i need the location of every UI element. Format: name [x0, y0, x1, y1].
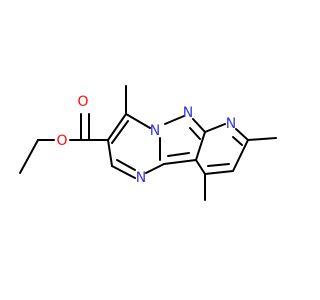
bond-c7a-c3a: [195, 131, 206, 161]
atom-o-ester: O: [56, 133, 67, 149]
bond-c-methyl-c3a: [195, 159, 206, 175]
bond-n-pyridine-c-double: [232, 136, 243, 146]
bond-c4-c4a-double: [111, 120, 129, 144]
bond-ch-c-methyl: [204, 170, 234, 175]
bond-c7a-n-pyridine: [204, 123, 226, 133]
atom-o-carbonyl: O: [77, 94, 88, 110]
atom-n-bridge: N: [150, 123, 160, 139]
bond-n-bridge-n-pyrazole: [164, 115, 185, 125]
structure-canvas: O O N N N N: [19, 85, 277, 201]
bond-c3-c2: [107, 139, 113, 167]
atom-labels: O O N N N N: [56, 94, 236, 186]
bond-c-ch: [232, 139, 249, 172]
bond-c2-n1: [111, 165, 136, 179]
atom-n-pyrimidine: N: [136, 170, 146, 186]
bond-n-pyrazole-c7a-double: [189, 127, 201, 140]
bond-ch3-ch2: [19, 139, 39, 174]
bond-c3a-c9a: [163, 159, 197, 165]
molecule-diagram: O O N N N N: [19, 85, 277, 201]
bond-ch-c-methyl-double: [207, 163, 230, 167]
bond-c3a-c9a-double: [167, 152, 190, 157]
atom-n-pyrazole: N: [183, 105, 193, 121]
atom-n-pyridine: N: [226, 116, 236, 132]
bond-n1-c9a: [145, 163, 165, 174]
bond-n-pyrazole-c7a: [192, 118, 206, 133]
bond-c2-n1-double: [116, 159, 136, 171]
bond-c3-c4: [107, 113, 127, 141]
bonds: [19, 85, 277, 201]
bond-c-methyl-right: [247, 137, 277, 141]
bond-c4-n-bridge: [125, 113, 151, 129]
bond-n-pyridine-c: [235, 128, 249, 141]
